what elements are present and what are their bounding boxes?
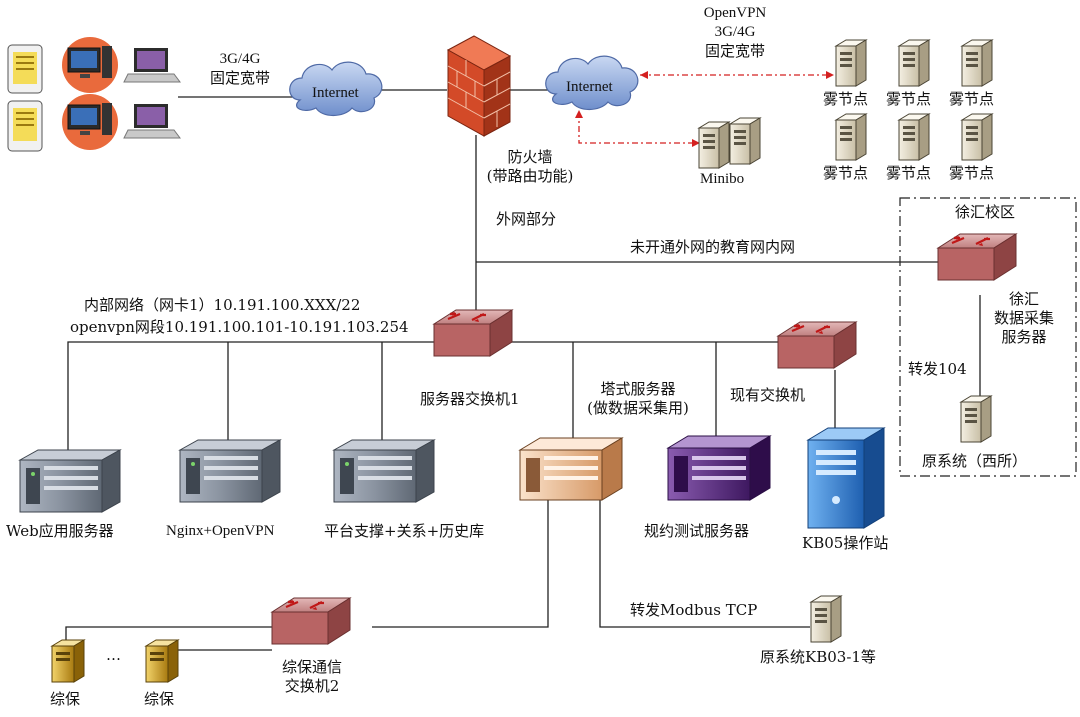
vpn-arrowheads <box>575 71 834 147</box>
kb03-original-system-icon <box>810 595 842 643</box>
kb03-original-system-label: 原系统KB03-1等 <box>760 648 876 666</box>
desktop-pc-icon <box>62 37 118 93</box>
openvpn-line1: OpenVPN <box>703 5 767 21</box>
client-devices <box>7 37 181 152</box>
protocol-test-server-icon <box>666 435 772 501</box>
web-server-icon <box>19 449 121 513</box>
tower-server-line2: (做数据采集用) <box>587 399 689 417</box>
modbus-forward-label: 转发Modbus TCP <box>630 601 758 619</box>
fog-node-label: 雾节点 <box>823 90 869 108</box>
tablet-icon <box>7 100 43 152</box>
protection-device-label: 综保 <box>144 690 175 708</box>
connection-lines <box>65 89 981 651</box>
internet-cloud-right <box>545 55 639 111</box>
desktop-pc-icon <box>62 94 118 150</box>
internet-left-label: Internet <box>312 85 359 101</box>
laptop-icon <box>123 48 181 83</box>
nginx-server-icon <box>179 439 281 503</box>
xuhui-server-line2: 数据采集 <box>993 309 1054 327</box>
server-switch-1-icon <box>432 308 514 358</box>
protocol-test-server-label: 规约测试服务器 <box>644 522 750 540</box>
kb05-workstation-label: KB05操作站 <box>802 534 889 552</box>
client-link-line1: 3G/4G <box>219 51 261 67</box>
xuhui-campus-boundary <box>899 197 1077 477</box>
xuhui-server-line1: 徐汇 <box>1008 290 1039 308</box>
xuhui-collection-server-label: 徐汇 数据采集 服务器 <box>984 290 1064 347</box>
xuhui-original-system-label: 原系统（西所） <box>922 452 1028 470</box>
platform-server-icon <box>333 439 435 503</box>
fog-node-label: 雾节点 <box>823 164 869 182</box>
openvpn-link-label: OpenVPN 3G/4G 固定宽带 <box>690 4 780 61</box>
internal-network-line1: 内部网络（网卡1）10.191.100.XXX/22 <box>84 296 361 314</box>
xuhui-campus-title: 徐汇校区 <box>955 203 1016 221</box>
minibo-device-icon <box>698 117 761 169</box>
protection-device-label: 综保 <box>50 690 81 708</box>
tablet-icon <box>7 44 43 94</box>
protection-ellipsis: … <box>106 646 121 664</box>
protection-switch-2-icon <box>270 596 352 646</box>
firewall-label: 防火墙 (带路由功能) <box>480 148 580 186</box>
firewall-label-line2: (带路由功能) <box>486 167 574 185</box>
protection-device-icon <box>50 639 86 683</box>
internal-network-line2: openvpn网段10.191.100.101-10.191.103.254 <box>70 318 409 336</box>
forward-104-label: 转发104 <box>908 360 967 378</box>
platform-server-label: 平台支撑+关系+历史库 <box>324 522 485 540</box>
client-link-line2: 固定宽带 <box>209 69 270 87</box>
xuhui-original-system-icon <box>960 395 992 443</box>
client-link-label: 3G/4G 固定宽带 <box>200 50 280 88</box>
server-switch-1-label: 服务器交换机1 <box>420 390 520 408</box>
tower-server-label: 塔式服务器 (做数据采集用) <box>568 380 708 418</box>
firewall-label-line1: 防火墙 <box>507 148 553 166</box>
fog-node-label: 雾节点 <box>886 164 932 182</box>
kb05-workstation-icon <box>806 427 886 529</box>
tower-server-line1: 塔式服务器 <box>600 380 676 398</box>
existing-switch-label: 现有交换机 <box>730 386 806 404</box>
protection-switch-line2: 交换机2 <box>284 677 340 695</box>
fog-node-label: 雾节点 <box>949 164 995 182</box>
protection-device-icon <box>144 639 180 683</box>
internet-cloud-left <box>289 61 383 117</box>
xuhui-switch-icon <box>936 232 1018 282</box>
xuhui-server-line3: 服务器 <box>1001 328 1047 346</box>
openvpn-line2: 3G/4G <box>714 24 756 40</box>
fog-node-label: 雾节点 <box>886 90 932 108</box>
vpn-dashed-links <box>578 74 830 144</box>
internet-right-label: Internet <box>566 79 613 95</box>
tower-server-icon <box>518 437 624 501</box>
firewall-icon <box>446 35 512 137</box>
minibo-label: Minibo <box>700 171 745 187</box>
fog-node-label: 雾节点 <box>949 90 995 108</box>
edu-network-label: 未开通外网的教育网内网 <box>630 238 796 256</box>
laptop-icon <box>123 104 181 139</box>
nginx-server-label: Nginx+OpenVPN <box>166 523 275 539</box>
outer-network-label: 外网部分 <box>496 210 557 228</box>
existing-switch-icon <box>776 320 858 370</box>
web-server-label: Web应用服务器 <box>6 522 114 540</box>
openvpn-line3: 固定宽带 <box>704 42 765 60</box>
protection-switch-line1: 综保通信 <box>281 658 342 676</box>
protection-switch-2-label: 综保通信 交换机2 <box>262 658 362 696</box>
